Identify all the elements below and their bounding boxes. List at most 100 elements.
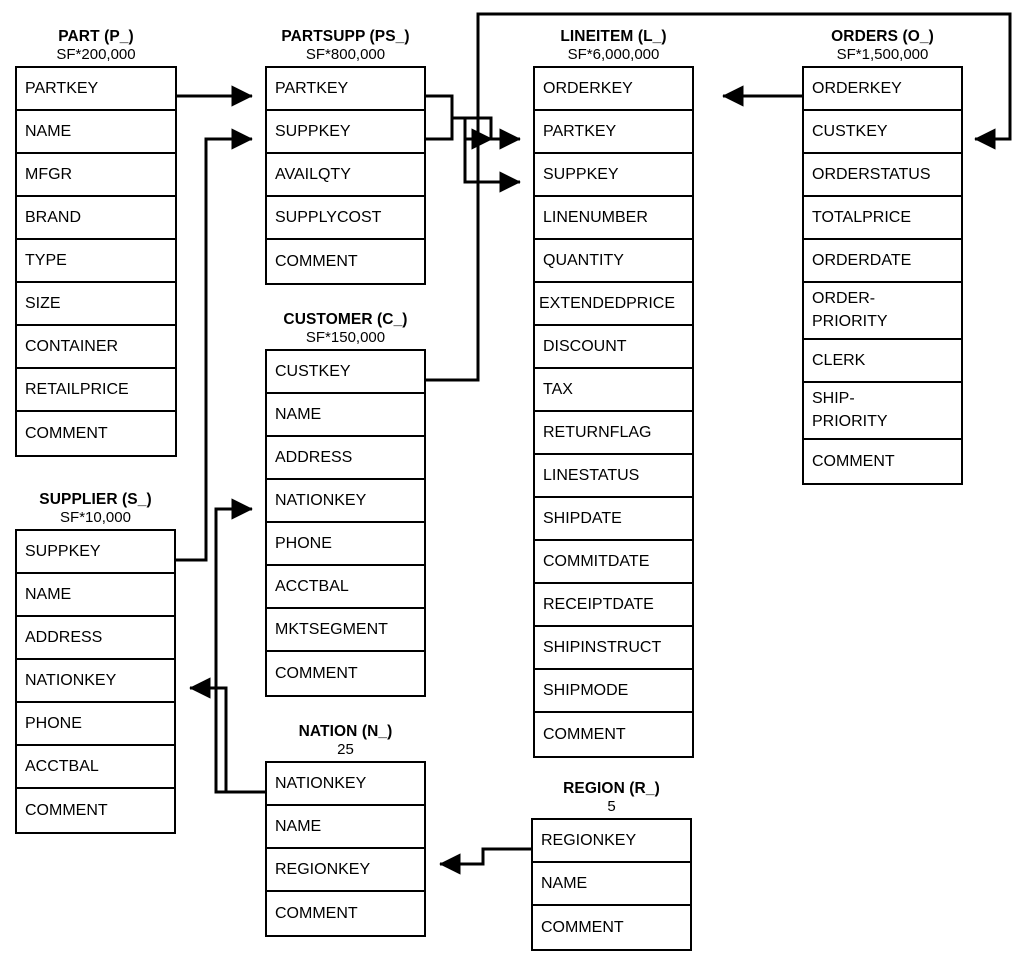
field-o-shippriority-line1: SHIP-: [812, 390, 855, 407]
entity-region-title: REGION (R_): [563, 780, 660, 797]
entity-partsupp[interactable]: PARTSUPP (PS_) SF*800,000 PARTKEY SUPPKE…: [265, 28, 426, 285]
field-o-totalprice[interactable]: TOTALPRICE: [804, 197, 961, 240]
field-o-custkey[interactable]: CUSTKEY: [804, 111, 961, 154]
field-n-comment[interactable]: COMMENT: [275, 904, 358, 922]
entity-partsupp-cardinality: SF*800,000: [305, 46, 386, 63]
entity-nation[interactable]: NATION (N_) 25 NATIONKEY NAME REGIONKEY …: [265, 723, 426, 937]
field-s-address[interactable]: ADDRESS: [17, 617, 174, 660]
field-p-partkey[interactable]: PARTKEY: [17, 68, 175, 111]
entity-customer-box: CUSTKEY NAME ADDRESS NATIONKEY PHONE ACC…: [265, 349, 426, 697]
entity-part-cardinality: SF*200,000: [56, 46, 136, 63]
field-c-comment[interactable]: COMMENT: [275, 664, 358, 682]
wire-partsupp-merge-bottom: [426, 118, 454, 141]
field-ps-supplycost[interactable]: SUPPLYCOST: [267, 197, 424, 240]
field-p-retailprice[interactable]: RETAILPRICE: [17, 369, 175, 412]
field-s-name[interactable]: NAME: [17, 574, 174, 617]
field-l-quantity[interactable]: QUANTITY: [535, 240, 692, 283]
entity-orders-title: ORDERS (O_): [831, 28, 934, 45]
entity-customer-title: CUSTOMER (C_): [283, 311, 408, 328]
entity-nation-cardinality: 25: [337, 741, 354, 758]
entity-lineitem-cardinality: SF*6,000,000: [567, 46, 660, 63]
field-l-returnflag[interactable]: RETURNFLAG: [535, 412, 692, 455]
field-p-mfgr[interactable]: MFGR: [17, 154, 175, 197]
entity-orders-box: ORDERKEY CUSTKEY ORDERSTATUS TOTALPRICE …: [802, 66, 963, 485]
field-p-size[interactable]: SIZE: [17, 283, 175, 326]
field-ps-comment[interactable]: COMMENT: [275, 252, 358, 270]
field-n-nationkey[interactable]: NATIONKEY: [267, 763, 424, 806]
entity-supplier-title: SUPPLIER (S_): [39, 491, 152, 508]
field-p-comment[interactable]: COMMENT: [25, 424, 108, 442]
entity-customer[interactable]: CUSTOMER (C_) SF*150,000 CUSTKEY NAME AD…: [265, 311, 426, 697]
field-l-receiptdate[interactable]: RECEIPTDATE: [535, 584, 692, 627]
field-l-comment[interactable]: COMMENT: [543, 725, 626, 743]
field-o-clerk[interactable]: CLERK: [804, 340, 961, 383]
field-l-shipdate[interactable]: SHIPDATE: [535, 498, 692, 541]
field-p-name[interactable]: NAME: [17, 111, 175, 154]
entity-region[interactable]: REGION (R_) 5 REGIONKEY NAME COMMENT: [531, 780, 692, 951]
entity-orders[interactable]: ORDERS (O_) SF*1,500,000 ORDERKEY CUSTKE…: [802, 28, 963, 485]
entity-part-box: PARTKEY NAME MFGR BRAND TYPE SIZE CONTAI…: [15, 66, 177, 457]
wire-ps-to-lineitem-suppkey: [463, 118, 521, 193]
field-o-orderstatus[interactable]: ORDERSTATUS: [804, 154, 961, 197]
entity-supplier-cardinality: SF*10,000: [60, 509, 131, 526]
entity-customer-cardinality: SF*150,000: [305, 329, 386, 346]
field-c-custkey[interactable]: CUSTKEY: [267, 351, 424, 394]
field-c-phone[interactable]: PHONE: [267, 523, 424, 566]
field-o-shippriority-line2: PRIORITY: [812, 413, 888, 430]
entity-supplier-box: SUPPKEY NAME ADDRESS NATIONKEY PHONE ACC…: [15, 529, 176, 834]
field-s-phone[interactable]: PHONE: [17, 703, 174, 746]
field-l-commitdate[interactable]: COMMITDATE: [535, 541, 692, 584]
field-c-nationkey[interactable]: NATIONKEY: [267, 480, 424, 523]
field-l-linestatus[interactable]: LINESTATUS: [535, 455, 692, 498]
entity-lineitem[interactable]: LINEITEM (L_) SF*6,000,000 ORDERKEY PART…: [533, 28, 694, 758]
field-o-orderpriority-line1: ORDER-: [812, 290, 876, 307]
field-p-brand[interactable]: BRAND: [17, 197, 175, 240]
field-r-name[interactable]: NAME: [533, 863, 690, 906]
wire-supplier-partsupp: [176, 128, 253, 562]
entity-partsupp-box: PARTKEY SUPPKEY AVAILQTY SUPPLYCOST COMM…: [265, 66, 426, 285]
field-c-mktsegment[interactable]: MKTSEGMENT: [267, 609, 424, 652]
field-l-extendedprice[interactable]: EXTENDEDPRICE: [535, 283, 692, 326]
wire-ps-to-lineitem-partkey: [465, 116, 521, 150]
field-c-acctbal[interactable]: ACCTBAL: [267, 566, 424, 609]
field-c-name[interactable]: NAME: [267, 394, 424, 437]
field-o-orderdate[interactable]: ORDERDATE: [804, 240, 961, 283]
field-o-orderkey[interactable]: ORDERKEY: [804, 68, 961, 111]
field-r-comment[interactable]: COMMENT: [541, 918, 624, 936]
field-o-shippriority[interactable]: SHIP- PRIORITY: [804, 383, 961, 440]
field-l-shipmode[interactable]: SHIPMODE: [535, 670, 692, 713]
entity-partsupp-title: PARTSUPP (PS_): [281, 28, 410, 45]
field-l-discount[interactable]: DISCOUNT: [535, 326, 692, 369]
entity-orders-cardinality: SF*1,500,000: [836, 46, 929, 63]
field-n-name[interactable]: NAME: [267, 806, 424, 849]
wire-nation-customer: [214, 498, 265, 794]
field-l-tax[interactable]: TAX: [535, 369, 692, 412]
field-o-comment[interactable]: COMMENT: [812, 452, 895, 470]
field-o-orderpriority[interactable]: ORDER- PRIORITY: [804, 283, 961, 340]
field-l-orderkey[interactable]: ORDERKEY: [535, 68, 692, 111]
field-s-nationkey[interactable]: NATIONKEY: [17, 660, 174, 703]
field-o-orderpriority-line2: PRIORITY: [812, 313, 888, 330]
field-l-suppkey[interactable]: SUPPKEY: [535, 154, 692, 197]
field-ps-availqty[interactable]: AVAILQTY: [267, 154, 424, 197]
entity-region-cardinality: 5: [607, 798, 616, 815]
field-s-acctbal[interactable]: ACCTBAL: [17, 746, 174, 789]
field-s-suppkey[interactable]: SUPPKEY: [17, 531, 174, 574]
entity-lineitem-box: ORDERKEY PARTKEY SUPPKEY LINENUMBER QUAN…: [533, 66, 694, 758]
field-l-partkey[interactable]: PARTKEY: [535, 111, 692, 154]
entity-lineitem-title: LINEITEM (L_): [560, 28, 667, 45]
field-r-regionkey[interactable]: REGIONKEY: [533, 820, 690, 863]
field-ps-suppkey[interactable]: SUPPKEY: [267, 111, 424, 154]
field-n-regionkey[interactable]: REGIONKEY: [267, 849, 424, 892]
field-ps-partkey[interactable]: PARTKEY: [267, 68, 424, 111]
field-p-container[interactable]: CONTAINER: [17, 326, 175, 369]
field-c-address[interactable]: ADDRESS: [267, 437, 424, 480]
entity-part[interactable]: PART (P_) SF*200,000 PARTKEY NAME MFGR B…: [15, 28, 177, 457]
field-l-linenumber[interactable]: LINENUMBER: [535, 197, 692, 240]
entity-region-box: REGIONKEY NAME COMMENT: [531, 818, 692, 951]
entity-supplier[interactable]: SUPPLIER (S_) SF*10,000 SUPPKEY NAME ADD…: [15, 491, 176, 834]
field-l-shipinstruct[interactable]: SHIPINSTRUCT: [535, 627, 692, 670]
field-s-comment[interactable]: COMMENT: [25, 801, 108, 819]
field-p-type[interactable]: TYPE: [17, 240, 175, 283]
